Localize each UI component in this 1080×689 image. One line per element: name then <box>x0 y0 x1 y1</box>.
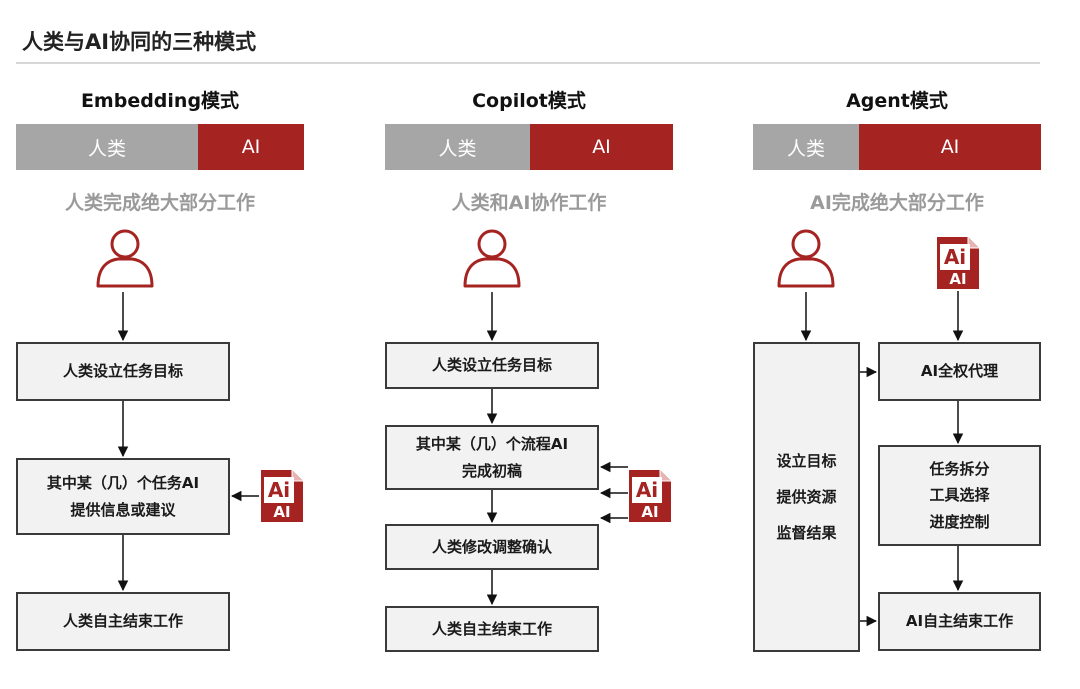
embedding-step-ai-suggest: 其中某（几）个任务AI 提供信息或建议 <box>16 458 230 535</box>
agent-ai-segment: AI <box>859 124 1041 170</box>
agent-ratio-bar: 人类 AI <box>753 124 1041 170</box>
copilot-ai-file-icon <box>628 469 672 523</box>
agent-subtitle: AI完成绝大部分工作 <box>810 192 984 214</box>
title-divider <box>16 62 1040 64</box>
copilot-person-icon <box>463 229 521 288</box>
embedding-step-finish: 人类自主结束工作 <box>16 592 230 651</box>
embedding-ai-file-icon <box>260 469 304 523</box>
copilot-mode-title: Copilot模式 <box>472 90 586 112</box>
copilot-step-human-revise: 人类修改调整确认 <box>385 524 599 570</box>
embedding-person-icon <box>96 229 154 288</box>
copilot-subtitle: 人类和AI协作工作 <box>451 192 607 214</box>
agent-step-plan: 任务拆分 工具选择 进度控制 <box>878 445 1041 546</box>
agent-ai-file-icon <box>936 236 980 290</box>
agent-human-role-box: 设立目标 提供资源 监督结果 <box>753 342 860 652</box>
agent-human-segment: 人类 <box>753 124 859 170</box>
embedding-step-set-goal: 人类设立任务目标 <box>16 342 230 401</box>
embedding-mode-title: Embedding模式 <box>80 90 240 112</box>
agent-step-finish: AI自主结束工作 <box>878 592 1041 651</box>
copilot-step-ai-draft: 其中某（几）个流程AI 完成初稿 <box>385 425 599 490</box>
copilot-step-finish: 人类自主结束工作 <box>385 606 599 652</box>
embedding-subtitle: 人类完成绝大部分工作 <box>64 192 255 214</box>
agent-step-full-proxy: AI全权代理 <box>878 342 1041 401</box>
agent-person-icon <box>777 229 835 288</box>
embedding-human-segment: 人类 <box>16 124 198 170</box>
embedding-ai-segment: AI <box>198 124 304 170</box>
page-title: 人类与AI协同的三种模式 <box>22 30 257 54</box>
copilot-ai-segment: AI <box>530 124 673 170</box>
copilot-human-segment: 人类 <box>385 124 530 170</box>
copilot-step-set-goal: 人类设立任务目标 <box>385 342 599 389</box>
embedding-ratio-bar: 人类 AI <box>16 124 304 170</box>
copilot-ratio-bar: 人类 AI <box>385 124 673 170</box>
agent-mode-title: Agent模式 <box>846 90 948 112</box>
